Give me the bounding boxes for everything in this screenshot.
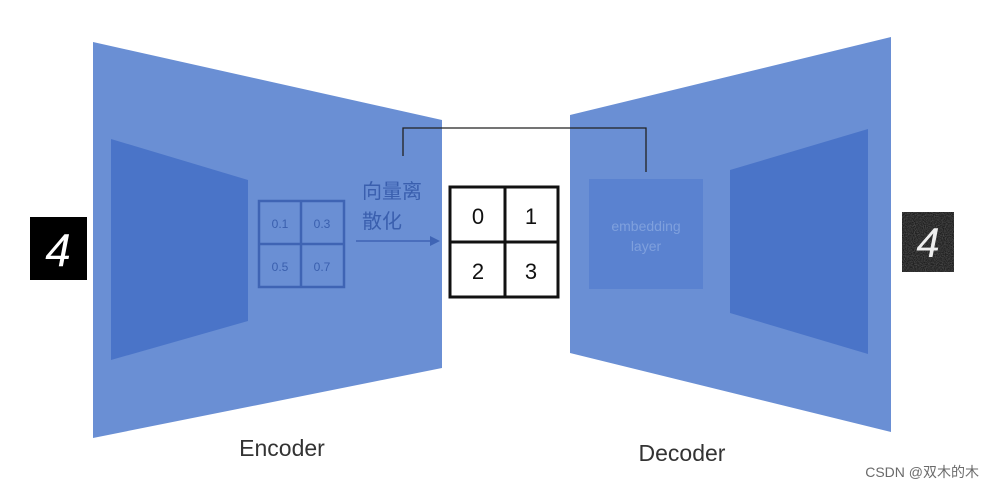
- watermark: CSDN @双木的木: [865, 464, 979, 480]
- quantization-label-line2: 散化: [362, 210, 402, 233]
- output-digit: 4: [916, 219, 939, 266]
- latent-grid: [257, 199, 346, 289]
- codebook-index: 1: [525, 204, 537, 229]
- codebook-index: 3: [525, 259, 537, 284]
- decoder-inner-block: [730, 129, 868, 354]
- codebook-index: 2: [472, 259, 484, 284]
- codebook-grid: [448, 185, 560, 299]
- latent-value: 0.3: [314, 217, 331, 231]
- decoder-label: Decoder: [639, 440, 726, 466]
- latent-value: 0.1: [272, 217, 289, 231]
- input-digit-image: [30, 217, 87, 280]
- codebook-index: 0: [472, 204, 484, 229]
- embedding-label-line1: embedding: [611, 218, 680, 234]
- encoder-label: Encoder: [239, 435, 325, 461]
- arrow-head-icon: [430, 236, 440, 246]
- input-digit: 4: [45, 224, 71, 276]
- quantization-label-line1: 向量离: [362, 180, 422, 203]
- embedding-layer-box: [589, 179, 703, 289]
- latent-value: 0.5: [272, 260, 289, 274]
- connector-line: [402, 127, 647, 172]
- encoder-inner-block: [111, 139, 248, 360]
- output-noise-overlay: [902, 212, 954, 272]
- latent-value: 0.7: [314, 260, 331, 274]
- embedding-label-line2: layer: [631, 238, 662, 254]
